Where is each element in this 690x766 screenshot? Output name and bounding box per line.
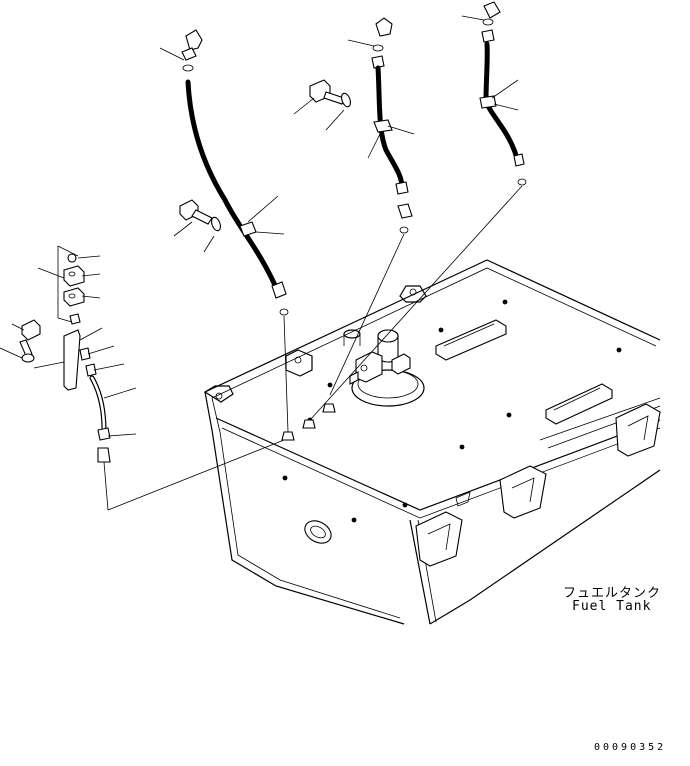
connector-fitting-1 [279, 308, 289, 433]
fuel-hose-3 [309, 1, 527, 421]
connector-fitting-2 [329, 203, 413, 396]
tank-access-covers [435, 319, 613, 425]
tank-hose-connectors [281, 403, 336, 441]
caption-english: Fuel Tank [572, 599, 652, 614]
drawing-number: 00090352 [594, 742, 667, 753]
tank-mounting-brackets [415, 403, 661, 567]
tank-bolt-heads [282, 299, 622, 523]
left-assembly-leader-lines [0, 245, 137, 437]
fuel-level-sender-assembly [343, 329, 425, 407]
left-bracket-assembly [19, 246, 285, 511]
caption-japanese: フュエルタンク [563, 586, 662, 601]
tank-side-port [304, 520, 332, 544]
fuel-tank-body [203, 259, 661, 625]
clamp-bolt-2 [293, 79, 352, 131]
fuel-hose-2 [347, 17, 415, 195]
clamp-bolt-1 [173, 199, 222, 253]
fuel-hose-1 [159, 29, 287, 299]
